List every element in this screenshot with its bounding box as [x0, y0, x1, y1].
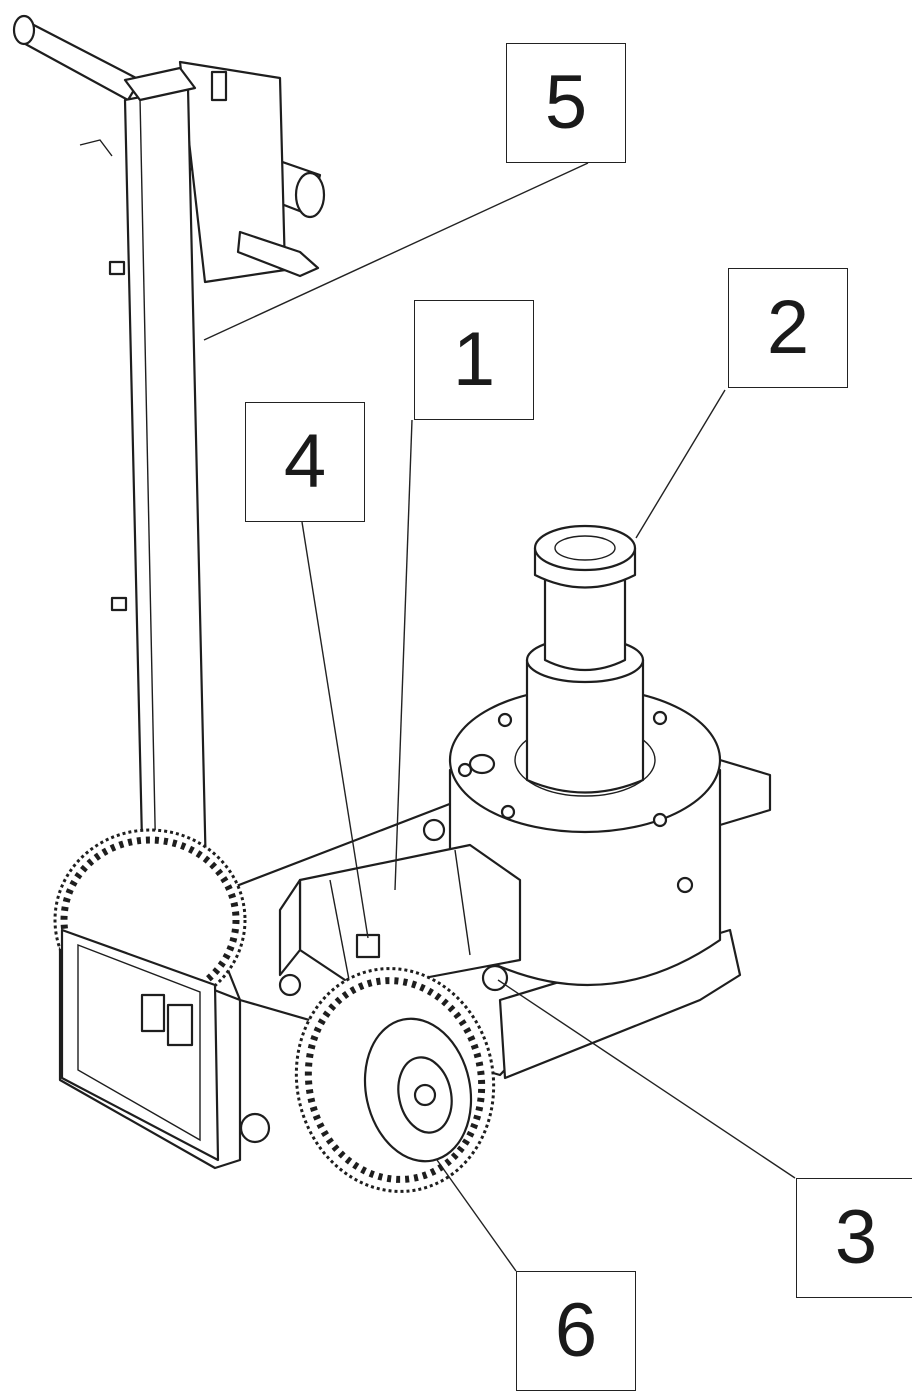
leader-lines [203, 162, 796, 1272]
air-motor [278, 818, 522, 997]
callout-5: 5 [506, 43, 626, 163]
control-valve [178, 60, 320, 284]
callout-5-label: 5 [544, 60, 588, 145]
front-wheel [294, 967, 496, 1193]
callout-1-label: 1 [452, 317, 496, 402]
callout-3-label: 3 [834, 1195, 878, 1280]
callout-6-label: 6 [554, 1288, 598, 1373]
callout-2: 2 [728, 268, 848, 388]
callout-3: 3 [796, 1178, 912, 1298]
ram-and-saddle [525, 524, 645, 794]
front-frame [60, 928, 220, 1162]
callout-2-label: 2 [766, 285, 810, 370]
leader-line-1 [394, 419, 413, 891]
leader-line-2 [635, 389, 726, 539]
leader-line-3 [497, 979, 796, 1179]
callout-4-label: 4 [283, 419, 327, 504]
callout-4: 4 [245, 402, 365, 522]
leader-line-4 [301, 521, 369, 939]
leader-line-5 [203, 162, 589, 341]
leader-line-6 [436, 1159, 517, 1272]
callout-1: 1 [414, 300, 534, 420]
callout-6: 6 [516, 1271, 636, 1391]
